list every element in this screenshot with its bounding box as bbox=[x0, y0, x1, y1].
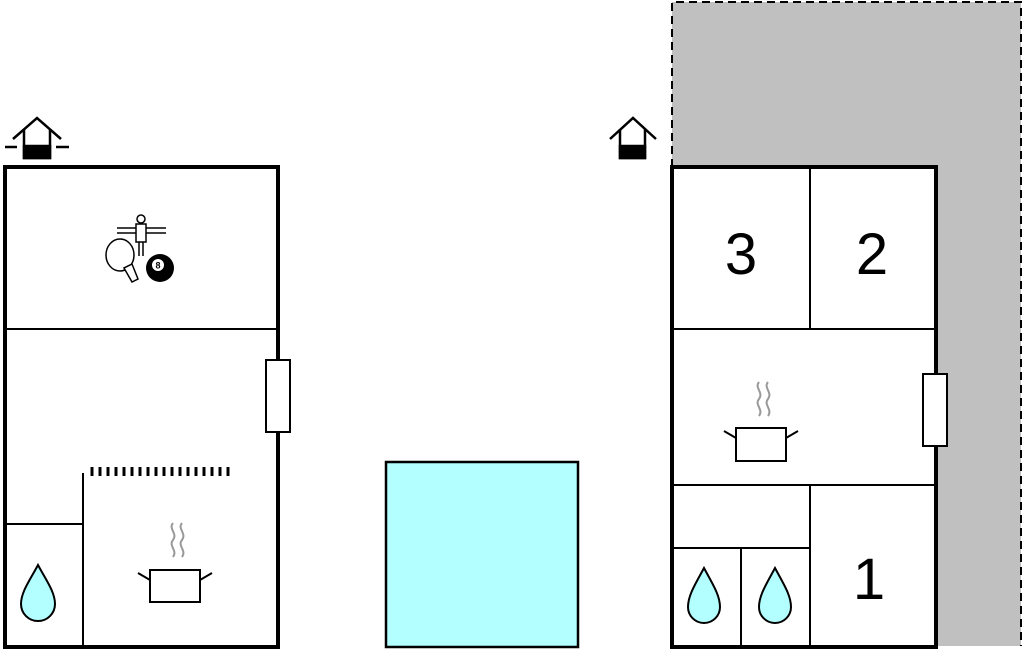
kitchen-counter bbox=[90, 467, 230, 476]
room-number-1: 1 bbox=[853, 547, 885, 612]
cooking-pot-icon bbox=[137, 522, 213, 603]
door bbox=[922, 373, 948, 447]
entrance-house-icon bbox=[5, 116, 69, 160]
terrace bbox=[671, 1, 1022, 646]
billiard-ball-icon: 8 bbox=[146, 254, 174, 282]
water-drop-icon bbox=[19, 562, 57, 622]
water-drop-icon bbox=[757, 565, 793, 624]
left-building: 8 bbox=[3, 165, 291, 649]
door bbox=[265, 359, 291, 433]
room-number-3: 3 bbox=[725, 222, 757, 287]
entrance-house-icon bbox=[609, 116, 657, 160]
right-building: 3 2 1 bbox=[670, 165, 948, 649]
svg-text:8: 8 bbox=[155, 261, 160, 271]
room-number-2: 2 bbox=[856, 222, 888, 287]
water-drop-icon bbox=[686, 565, 722, 624]
pool bbox=[384, 460, 580, 649]
cooking-pot-icon bbox=[723, 381, 799, 462]
table-tennis-icon bbox=[105, 238, 139, 283]
table-football-icon bbox=[117, 214, 166, 256]
